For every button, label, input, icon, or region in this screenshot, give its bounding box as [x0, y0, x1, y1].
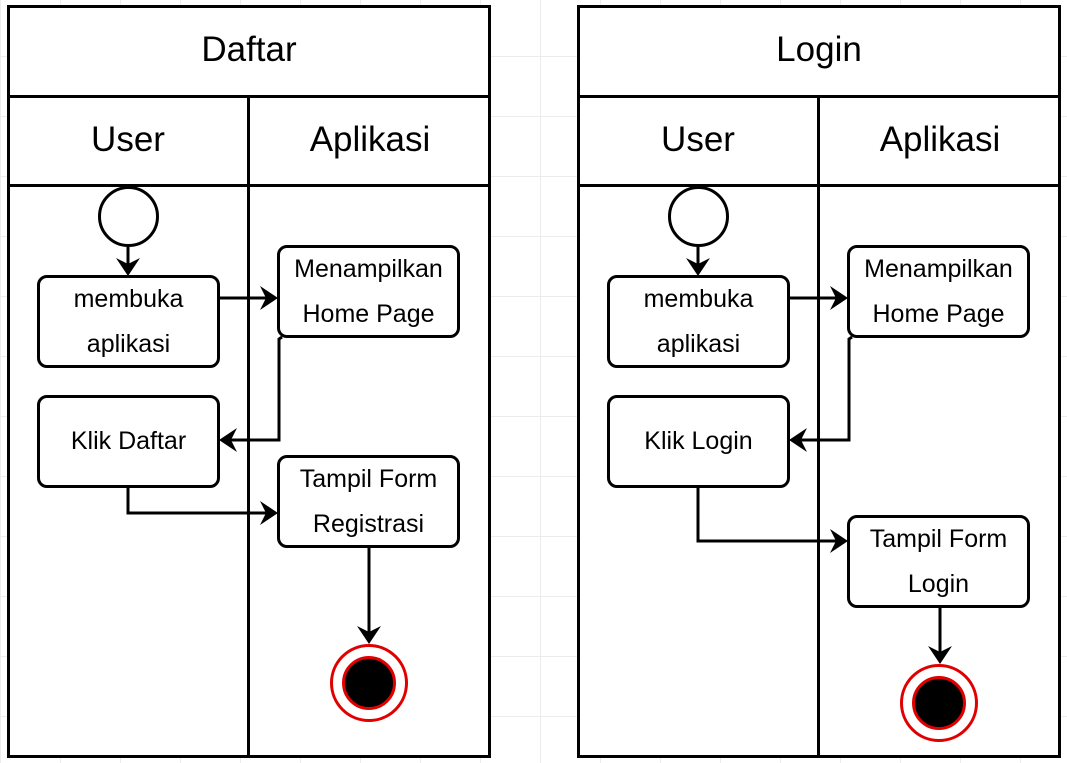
- arrowhead: [260, 501, 278, 525]
- start-node: [668, 186, 729, 247]
- arrowhead: [789, 428, 807, 452]
- action-open-app: membuka aplikasi: [37, 275, 220, 368]
- lane-header-aplikasi: Aplikasi: [309, 120, 431, 159]
- arrowhead: [260, 286, 278, 310]
- action-label-line-2: Home Page: [302, 299, 435, 328]
- diagram-title: Daftar: [201, 30, 297, 69]
- arrowhead: [928, 646, 952, 664]
- lane-divider: [817, 95, 820, 758]
- action-label-line-2: aplikasi: [656, 329, 741, 358]
- end-node: [330, 644, 408, 722]
- action-label-line-1: Tampil Form: [869, 524, 1008, 553]
- arrowhead: [116, 258, 140, 276]
- end-node-core: [342, 656, 396, 710]
- edge-click-to-form: [696, 488, 844, 543]
- action-label-line-2: aplikasi: [86, 329, 171, 358]
- lane-header-user: User: [661, 120, 735, 159]
- action-label: Klik Daftar: [70, 427, 187, 455]
- action-label-line-1: membuka: [643, 284, 754, 313]
- arrowhead: [686, 258, 710, 276]
- action-click-daftar: Klik Daftar: [37, 395, 220, 488]
- lane-header-user: User: [91, 120, 165, 159]
- action-label-line-2: Login: [907, 569, 970, 598]
- action-label: Klik Login: [644, 427, 753, 455]
- arrowhead: [219, 428, 237, 452]
- edge-home-to-click: [223, 335, 283, 442]
- edge-home-to-click: [793, 335, 853, 442]
- lane-header-aplikasi: Aplikasi: [879, 120, 1001, 159]
- end-node: [900, 664, 978, 742]
- action-open-app: membuka aplikasi: [607, 275, 790, 368]
- action-label-line-1: Menampilkan: [294, 254, 443, 283]
- edge-click-to-form: [126, 488, 274, 515]
- action-label-line-1: membuka: [73, 284, 184, 313]
- action-click-login: Klik Login: [607, 395, 790, 488]
- action-label-line-1: Menampilkan: [864, 254, 1013, 283]
- arrowhead: [357, 626, 381, 644]
- diagram-title: Login: [776, 30, 862, 69]
- action-label-line-2: Home Page: [872, 299, 1005, 328]
- arrowhead: [830, 529, 848, 553]
- lane-divider: [247, 95, 250, 758]
- arrowhead: [830, 286, 848, 310]
- action-label-line-2: Registrasi: [312, 509, 425, 538]
- end-node-core: [912, 676, 966, 730]
- action-label-line-1: Tampil Form: [299, 464, 438, 493]
- start-node: [98, 186, 159, 247]
